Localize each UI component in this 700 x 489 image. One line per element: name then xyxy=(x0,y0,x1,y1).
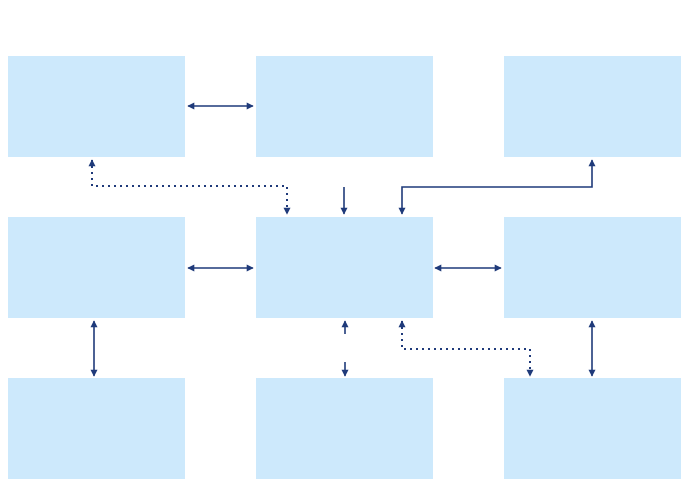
box-r3c1 xyxy=(8,378,185,479)
box-r3c2 xyxy=(256,378,433,479)
box-r1c1 xyxy=(8,56,185,157)
box-r1c3 xyxy=(504,56,681,157)
arrow-r1c3-r2c2 xyxy=(398,159,596,215)
box-r2c3 xyxy=(504,217,681,318)
dotted-arrow-r2c2-r3c3 xyxy=(398,320,534,377)
box-r2c2 xyxy=(256,217,433,318)
box-r3c3 xyxy=(504,378,681,479)
dotted-arrow-r1c1-r2c2 xyxy=(88,159,291,215)
box-r1c2 xyxy=(256,56,433,157)
box-r2c1 xyxy=(8,217,185,318)
